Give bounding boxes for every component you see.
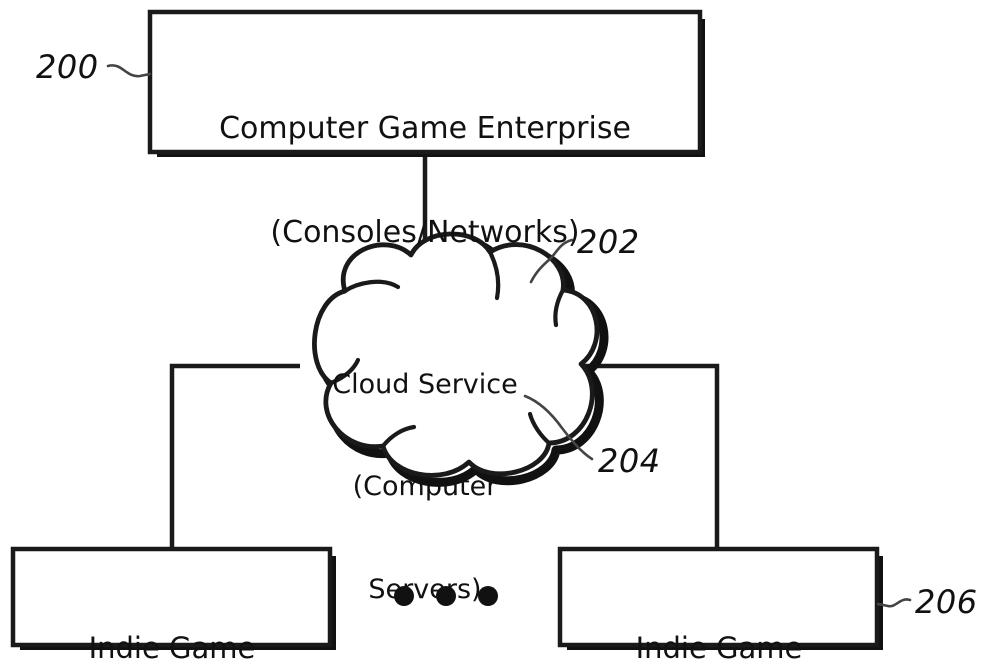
cloud-shape xyxy=(312,231,609,487)
developer-right-box xyxy=(557,546,883,650)
cloud-lobe-ticks xyxy=(328,249,566,449)
connector-cloud-to-developer-left xyxy=(169,363,300,549)
ellipsis-dots xyxy=(394,586,498,606)
connector-lines xyxy=(169,152,720,549)
developer-left-box xyxy=(10,546,336,650)
ellipsis-dot xyxy=(478,586,498,606)
leader-line-200 xyxy=(106,64,152,78)
developer-right-box-outline xyxy=(557,546,880,648)
leader-lines xyxy=(106,64,912,608)
enterprise-box-outline xyxy=(147,9,703,155)
cloud-outline xyxy=(312,231,600,478)
leader-line-204 xyxy=(523,394,594,461)
developer-left-box-outline xyxy=(10,546,333,648)
leader-line-202 xyxy=(529,238,574,284)
connector-cloud-to-developer-right xyxy=(583,363,720,549)
enterprise-box xyxy=(147,9,705,157)
leader-line-206 xyxy=(876,598,912,608)
ellipsis-dot xyxy=(436,586,456,606)
ellipsis-dot xyxy=(394,586,414,606)
